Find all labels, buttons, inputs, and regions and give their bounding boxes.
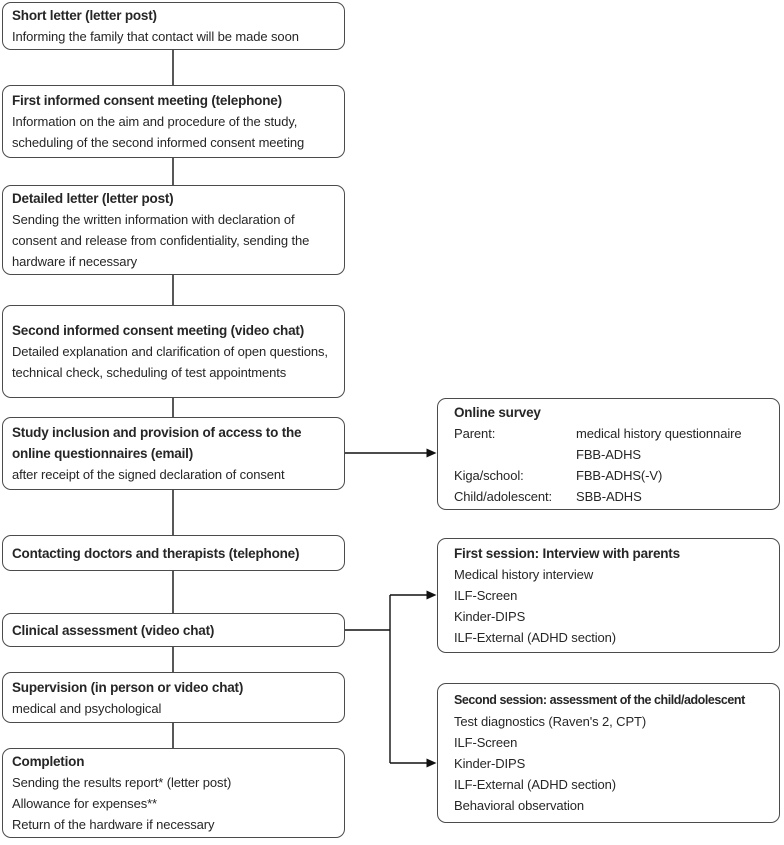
step-title: Detailed letter (letter post) [12, 191, 174, 206]
session-item: Behavioral observation [454, 798, 585, 813]
step-title: Completion [12, 754, 85, 769]
session-item: ILF-External (ADHD section) [454, 777, 617, 792]
step-title: Short letter (letter post) [12, 8, 157, 23]
step-description: after receipt of the signed declaration … [12, 467, 285, 482]
session-item: Kinder-DIPS [454, 609, 526, 624]
branch-connector [345, 595, 391, 763]
survey-respondent: Child/adolescent: [454, 488, 553, 504]
survey-respondent: Kiga/school: [454, 467, 524, 483]
survey-instrument: medical history questionnaire [576, 425, 742, 441]
step-description: Information on the aim and procedure of … [12, 114, 305, 150]
step-title: First informed consent meeting (telephon… [12, 93, 282, 108]
step-detailed-letter: Detailed letter (letter post) Sending th… [2, 185, 345, 275]
box-online-survey: Online survey Parent: medical history qu… [437, 398, 780, 510]
step-short-letter: Short letter (letter post) Informing the… [2, 2, 345, 50]
box-title: Second session: assessment of the child/… [454, 693, 745, 707]
step-description: Informing the family that contact will b… [12, 29, 299, 44]
step-supervision: Supervision (in person or video chat) me… [2, 672, 345, 723]
box-title: Online survey [454, 404, 541, 420]
session-item: ILF-External (ADHD section) [454, 630, 617, 645]
step-completion: Completion Sending the results report* (… [2, 748, 345, 838]
completion-item: Sending the results report* (letter post… [12, 775, 232, 790]
session-item: ILF-Screen [454, 588, 518, 603]
step-first-consent-meeting: First informed consent meeting (telephon… [2, 85, 345, 158]
survey-instrument: FBB-ADHS [576, 446, 641, 462]
step-contacting-doctors: Contacting doctors and therapists (telep… [2, 535, 345, 571]
step-clinical-assessment: Clinical assessment (video chat) [2, 613, 345, 647]
box-title: First session: Interview with parents [454, 546, 680, 561]
completion-item: Return of the hardware if necessary [12, 817, 215, 832]
box-second-session: Second session: assessment of the child/… [437, 683, 780, 823]
session-item: Test diagnostics (Raven's 2, CPT) [454, 714, 647, 729]
completion-item: Allowance for expenses** [12, 796, 158, 811]
survey-row: Kiga/school: FBB-ADHS(-V) [454, 465, 763, 486]
box-first-session: First session: Interview with parents Me… [437, 538, 780, 653]
step-title: Supervision (in person or video chat) [12, 679, 244, 695]
step-title: Clinical assessment (video chat) [12, 622, 215, 638]
step-title: Contacting doctors and therapists (telep… [12, 545, 300, 561]
step-title: Second informed consent meeting (video c… [12, 323, 304, 338]
survey-respondent [454, 444, 576, 465]
survey-row: Parent: medical history questionnaire [454, 423, 763, 444]
step-title: Study inclusion and provision of access … [12, 425, 302, 461]
survey-row: Child/adolescent: SBB-ADHS [454, 486, 763, 507]
session-item: Kinder-DIPS [454, 756, 526, 771]
session-item: ILF-Screen [454, 735, 518, 750]
step-description: Detailed explanation and clarification o… [12, 344, 328, 380]
survey-respondent: Parent: [454, 425, 496, 441]
step-study-inclusion: Study inclusion and provision of access … [2, 417, 345, 490]
step-second-consent-meeting: Second informed consent meeting (video c… [2, 305, 345, 398]
survey-instrument: SBB-ADHS [576, 488, 642, 504]
survey-row: FBB-ADHS [454, 444, 763, 465]
step-description: Sending the written information with dec… [12, 212, 310, 269]
step-description: medical and psychological [12, 700, 162, 716]
session-item: Medical history interview [454, 567, 594, 582]
survey-instrument: FBB-ADHS(-V) [576, 467, 663, 483]
